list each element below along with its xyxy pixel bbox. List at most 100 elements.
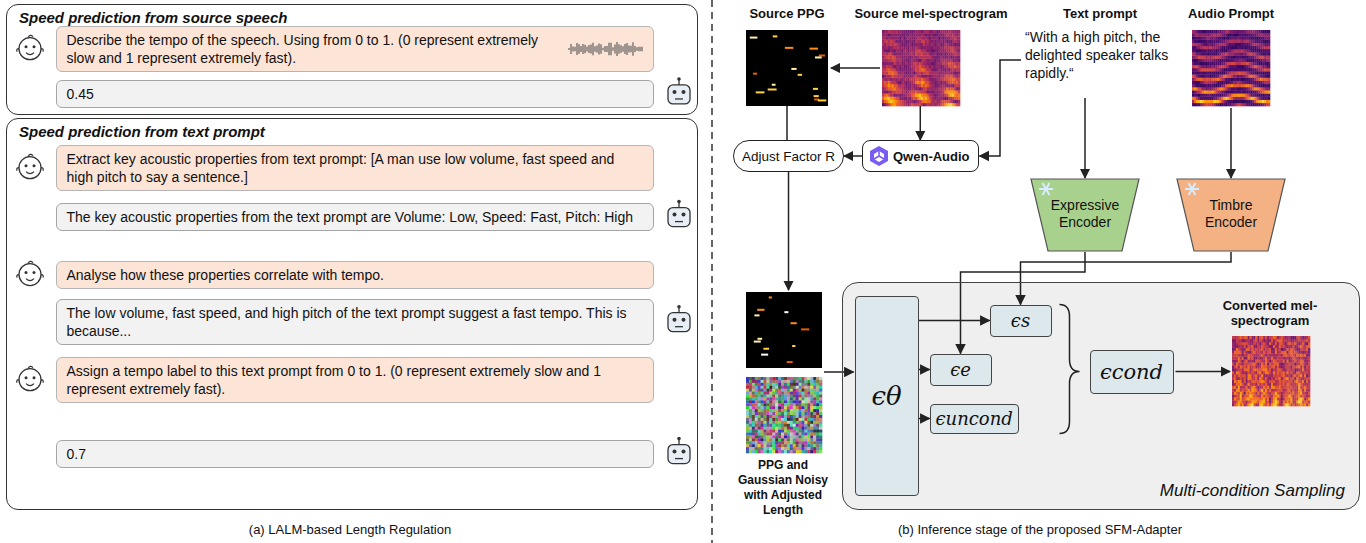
spectrogram-cell (954, 78, 956, 81)
spectrogram-cell (905, 59, 907, 62)
spectrogram-cell (1268, 40, 1270, 43)
spectrogram-cell (1264, 81, 1266, 84)
noise-cell (746, 392, 749, 395)
spectrogram-cell (1212, 87, 1214, 90)
spectrogram-cell (954, 74, 956, 77)
spectrogram-cell (933, 43, 935, 46)
spectrogram-cell (925, 97, 927, 100)
spectrogram-cell (1233, 87, 1235, 90)
spectrogram-cell (1210, 59, 1212, 62)
spectrogram-cell (1225, 97, 1227, 100)
spectrogram-cell (1200, 59, 1202, 62)
spectrogram-cell (909, 40, 911, 43)
spectrogram-cell (900, 59, 902, 62)
spectrogram-cell (888, 33, 890, 36)
spectrogram-cell (946, 71, 948, 74)
spectrogram-cell (1239, 36, 1241, 39)
spectrogram-cell (1254, 68, 1256, 71)
spectrogram-cell (882, 97, 884, 100)
spectrogram-cell (944, 87, 946, 90)
spectrogram-cell (1231, 87, 1233, 90)
spectrogram-cell (905, 30, 907, 33)
spectrogram-cell (1254, 62, 1256, 65)
spectrogram-cell (937, 55, 939, 58)
spectrogram-cell (919, 74, 921, 77)
spectrogram-cell (1217, 65, 1219, 68)
spectrogram-cell (1223, 100, 1225, 103)
spectrogram-cell (886, 33, 888, 36)
spectrogram-cell (1233, 43, 1235, 46)
spectrogram-cell (915, 93, 917, 96)
spectrogram-cell (886, 90, 888, 93)
noise-cell (749, 418, 752, 421)
spectrogram-cell (950, 55, 952, 58)
spectrogram-cell (1208, 100, 1210, 103)
spectrogram-cell (952, 36, 954, 39)
spectrogram-cell (954, 33, 956, 36)
spectrogram-cell (1217, 93, 1219, 96)
spectrogram-cell (1219, 90, 1221, 93)
spectrogram-cell (902, 68, 904, 71)
spectrogram-cell (925, 103, 927, 106)
spectrogram-cell (941, 93, 943, 96)
spectrogram-cell (884, 65, 886, 68)
spectrogram-cell (1200, 33, 1202, 36)
spectrogram-cell (1251, 81, 1253, 84)
spectrogram-cell (884, 68, 886, 71)
spectrogram-cell (1235, 97, 1237, 100)
spectrogram-cell (942, 59, 944, 62)
spectrogram-cell (921, 93, 923, 96)
noise-cell (746, 447, 749, 450)
spectrogram-cell (900, 62, 902, 65)
spectrogram-cell (1262, 49, 1264, 52)
spectrogram-cell (921, 46, 923, 49)
ppg-dot (772, 84, 776, 86)
spectrogram-cell (941, 65, 943, 68)
spectrogram-cell (1192, 46, 1194, 49)
spectrogram-cell (939, 49, 941, 52)
spectrogram-cell (890, 46, 892, 49)
spectrogram-cell (1221, 93, 1223, 96)
spectrogram-cell (944, 43, 946, 46)
spectrogram-cell (1229, 36, 1231, 39)
spectrogram-cell (1237, 84, 1239, 87)
spectrogram-cell (919, 97, 921, 100)
spectrogram-cell (937, 40, 939, 43)
spectrogram-cell (1196, 71, 1198, 74)
spectrogram-cell (896, 100, 898, 103)
spectrogram-cell (890, 74, 892, 77)
spectrogram-cell (1241, 81, 1243, 84)
spectrogram-cell (1225, 78, 1227, 81)
spectrogram-cell (933, 100, 935, 103)
spectrogram-cell (939, 46, 941, 49)
spectrogram-cell (1245, 30, 1247, 33)
spectrogram-cell (1212, 49, 1214, 52)
ppg-dot (785, 47, 793, 49)
noise-cell (746, 386, 749, 389)
spectrogram-cell (1233, 93, 1235, 96)
spectrogram-cell (1225, 68, 1227, 71)
spectrogram-cell (919, 40, 921, 43)
spectrogram-cell (892, 30, 894, 33)
spectrogram-cell (948, 55, 950, 58)
spectrogram-cell (894, 100, 896, 103)
spectrogram-cell (892, 71, 894, 74)
spectrogram-cell (931, 33, 933, 36)
spectrogram-cell (1239, 62, 1241, 65)
spectrogram-cell (1252, 65, 1254, 68)
spectrogram-cell (933, 90, 935, 93)
spectrogram-cell (1256, 74, 1258, 77)
spectrogram-cell (944, 52, 946, 55)
spectrogram-cell (937, 93, 939, 96)
spectrogram-cell (942, 100, 944, 103)
spectrogram-cell (1194, 43, 1196, 46)
ppg-dot (798, 74, 802, 76)
spectrogram-cell (925, 100, 927, 103)
spectrogram-cell (886, 65, 888, 68)
spectrogram-cell (909, 49, 911, 52)
spectrogram-cell (1196, 52, 1198, 55)
spectrogram-cell (886, 100, 888, 103)
spectrogram-cell (1239, 87, 1241, 90)
spectrogram-cell (923, 100, 925, 103)
spectrogram-cell (1217, 78, 1219, 81)
